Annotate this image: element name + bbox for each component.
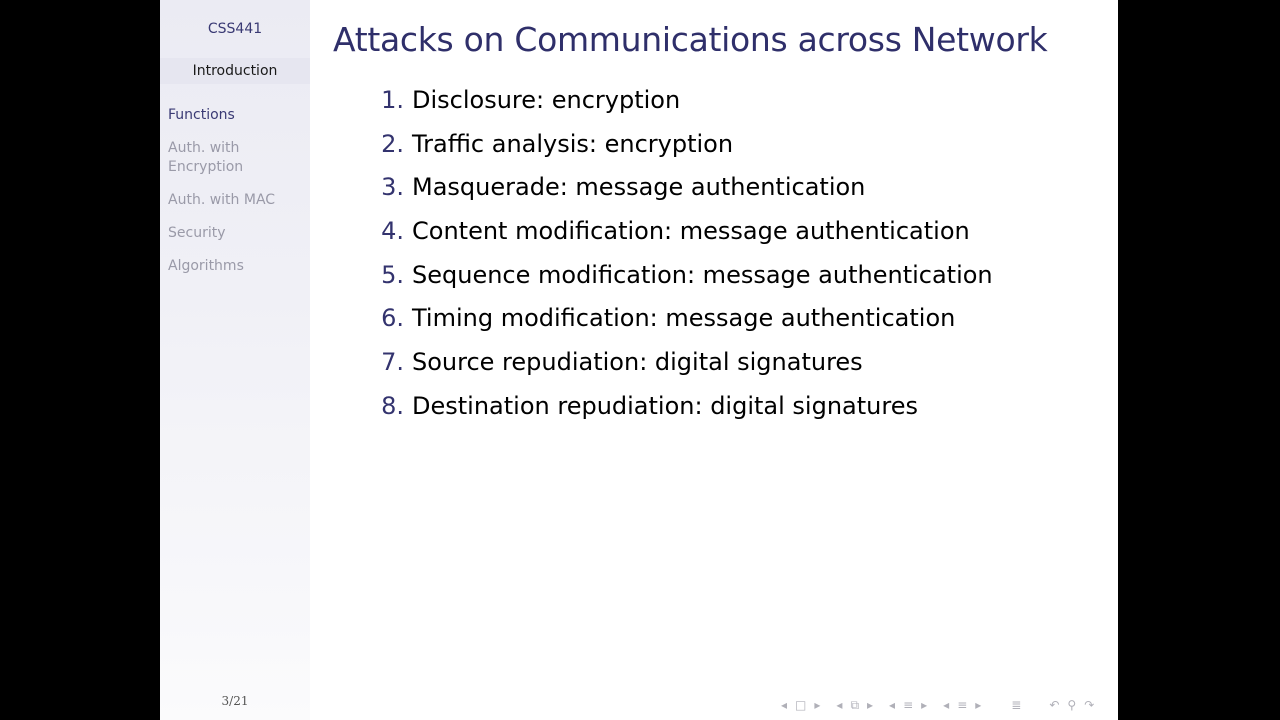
forward-icon[interactable]: ↷ (1084, 698, 1095, 712)
list-item: 7. Source repudiation: digital signatures (366, 348, 993, 392)
frame-icon[interactable]: □ (795, 698, 807, 712)
back-icon[interactable]: ↶ (1049, 698, 1060, 712)
sidebar-subsection-list: Functions Auth. with Encryption Auth. wi… (168, 106, 308, 290)
frame-title: Attacks on Communications across Network (333, 20, 1048, 59)
list-item: 3. Masquerade: message authentication (366, 173, 993, 217)
item-number: 6. (381, 304, 404, 333)
slide: CSS441 Introduction Functions Auth. with… (160, 0, 1118, 720)
next-section-arrow-icon[interactable]: ▸ (921, 698, 928, 712)
item-number: 2. (381, 129, 404, 158)
next-frame-arrow-icon[interactable]: ▸ (814, 698, 821, 712)
item-text: Traffic analysis: encryption (412, 129, 734, 158)
item-text: Sequence modification: message authentic… (412, 260, 993, 289)
course-title[interactable]: CSS441 (207, 21, 263, 37)
subsection-icon[interactable]: ⧉ (850, 697, 860, 712)
prev-section-arrow-icon[interactable]: ◂ (889, 698, 896, 712)
search-icon[interactable]: ⚲ (1067, 698, 1077, 712)
page-number: 3/21 (221, 694, 249, 708)
prev-document-arrow-icon[interactable]: ◂ (943, 698, 950, 712)
document-icon[interactable]: ≡ (957, 698, 968, 712)
prev-subsection-arrow-icon[interactable]: ◂ (836, 698, 843, 712)
sidebar-item-security[interactable]: Security (168, 225, 226, 241)
list-item: 5. Sequence modification: message authent… (366, 261, 993, 305)
section-icon[interactable]: ≡ (903, 698, 914, 712)
list-item: 6. Timing modification: message authentic… (366, 304, 993, 348)
item-number: 5. (381, 260, 404, 289)
toc-icon[interactable]: ≣ (1011, 698, 1022, 712)
item-number: 4. (381, 217, 404, 246)
prev-frame-arrow-icon[interactable]: ◂ (781, 698, 788, 712)
item-number: 8. (381, 391, 404, 420)
list-item: 8. Destination repudiation: digital signa… (366, 392, 993, 436)
beamer-navigation-bar: ◂ □ ▸ ◂ ⧉ ▸ ◂ ≡ ▸ ◂ ≡ ▸ ≣ ↶ ⚲ ↷ (777, 696, 1098, 714)
sidebar-item-auth-mac[interactable]: Auth. with MAC (168, 192, 276, 208)
enumerated-list: 1. Disclosure: encryption 2. Traffic analy… (366, 86, 993, 436)
list-item: 1. Disclosure: encryption (366, 86, 993, 130)
sidebar: CSS441 Introduction Functions Auth. with… (160, 0, 310, 720)
sidebar-item-auth-encryption[interactable]: Auth. with Encryption (168, 140, 244, 175)
sidebar-item-algorithms[interactable]: Algorithms (168, 258, 244, 274)
sidebar-section-introduction[interactable]: Introduction (160, 58, 310, 84)
item-text: Disclosure: encryption (412, 86, 681, 114)
list-item: 2. Traffic analysis: encryption (366, 130, 993, 174)
item-text: Content modification: message authentica… (412, 217, 970, 246)
item-text: Masquerade: message authentication (412, 173, 866, 202)
item-text: Source repudiation: digital signatures (412, 348, 863, 377)
item-text: Timing modification: message authenticat… (412, 304, 956, 333)
item-text: Destination repudiation: digital signatu… (412, 391, 918, 420)
next-subsection-arrow-icon[interactable]: ▸ (867, 698, 874, 712)
item-number: 3. (381, 173, 404, 202)
next-document-arrow-icon[interactable]: ▸ (975, 698, 982, 712)
list-item: 4. Content modification: message authenti… (366, 217, 993, 261)
sidebar-item-functions[interactable]: Functions (168, 107, 235, 123)
item-number: 7. (381, 348, 404, 377)
item-number: 1. (381, 86, 404, 114)
